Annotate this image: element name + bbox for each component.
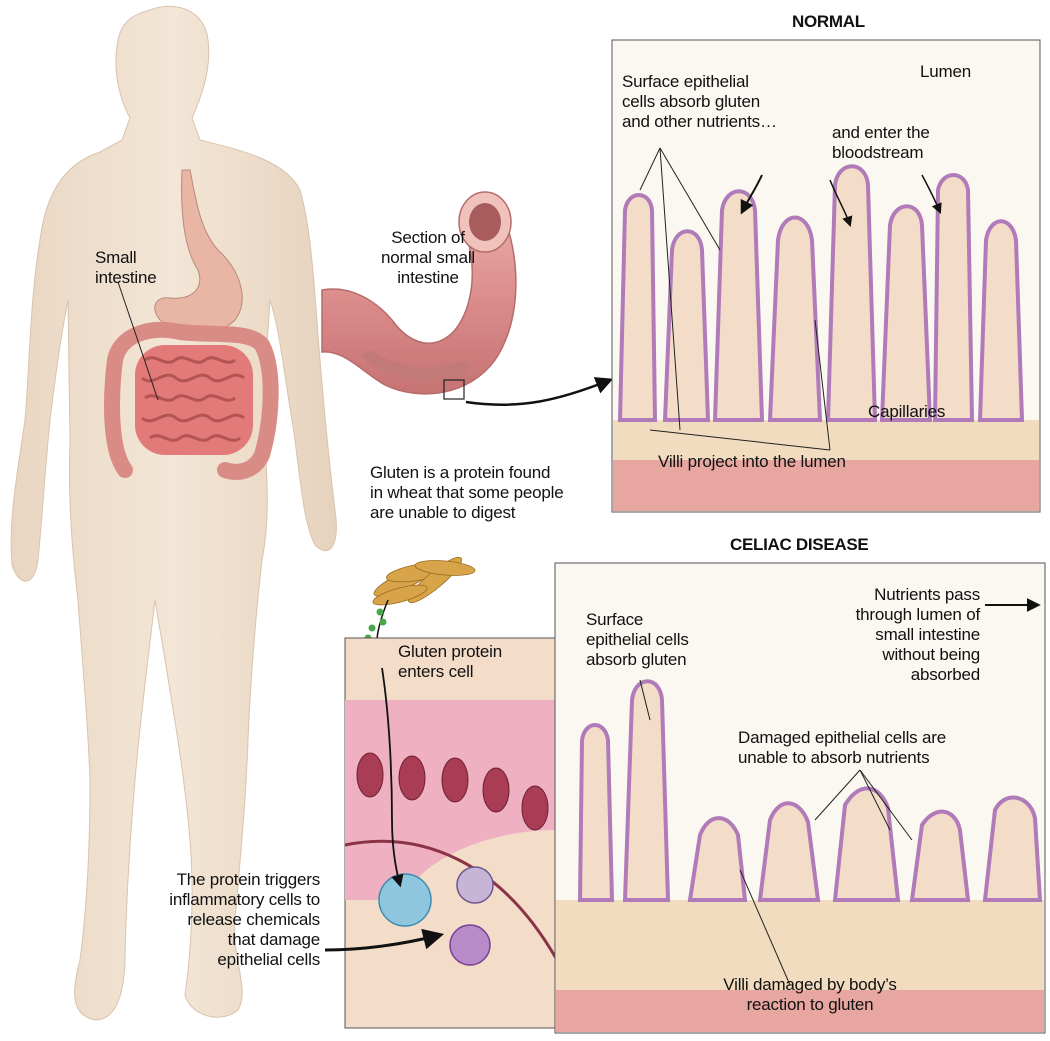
villi-project-label: Villi project into the lumen xyxy=(658,452,846,472)
cell-inset xyxy=(325,638,557,1028)
nutrients-pass-label: Nutrients pass through lumen of small in… xyxy=(830,585,980,685)
small-intestine-coils xyxy=(135,345,253,455)
human-figure xyxy=(11,6,336,1020)
gluten-definition-label: Gluten is a protein found in wheat that … xyxy=(370,463,590,523)
surface-absorb-gluten-label: Surface epithelial cells absorb gluten xyxy=(586,610,726,670)
surface-absorb-label: Surface epithelial cells absorb gluten a… xyxy=(622,72,812,132)
damaged-cells-label: Damaged epithelial cells are unable to a… xyxy=(738,728,998,768)
gluten-enters-label: Gluten protein enters cell xyxy=(398,642,528,682)
intestine-section-illustration xyxy=(322,192,610,405)
lumen-label: Lumen xyxy=(920,62,971,82)
protein-triggers-label: The protein triggers inflammatory cells … xyxy=(130,870,320,970)
enter-bloodstream-label: and enter the bloodstream xyxy=(832,123,957,163)
celiac-title: CELIAC DISEASE xyxy=(730,535,868,555)
capillaries-label: Capillaries xyxy=(868,402,945,422)
small-intestine-label: Small intestine xyxy=(95,248,157,288)
section-label: Section of normal small intestine xyxy=(368,228,488,288)
villi-damaged-label: Villi damaged by body’s reaction to glut… xyxy=(700,975,920,1015)
normal-title: NORMAL xyxy=(792,12,865,32)
